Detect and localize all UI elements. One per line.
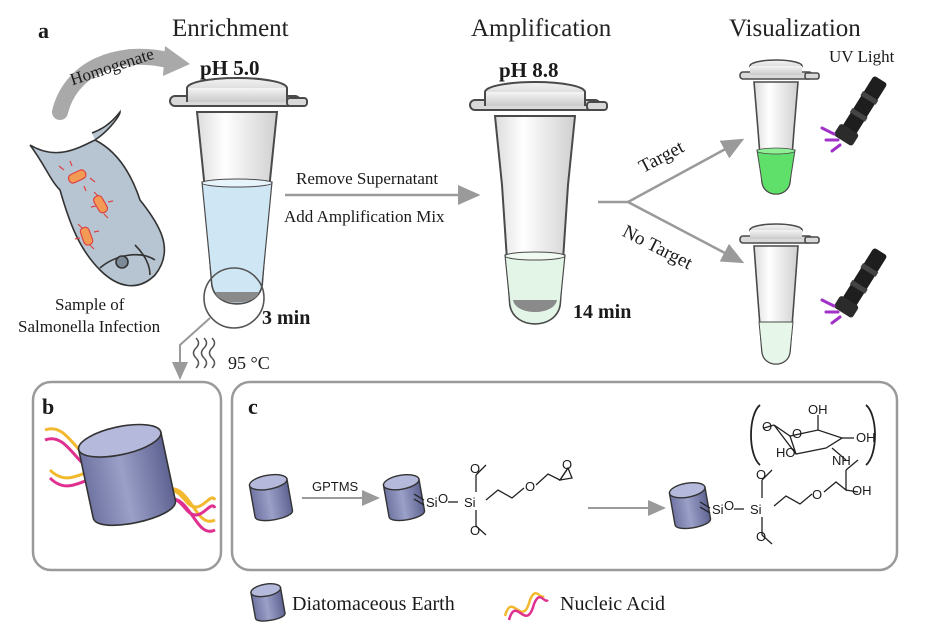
panel-c-frame — [230, 380, 899, 572]
amplification-ph: pH 8.8 — [499, 58, 559, 82]
gptms-linker-bonds — [413, 464, 573, 536]
legend-diatom-label: Diatomaceous Earth — [292, 593, 455, 615]
si-atom-label: Si — [712, 502, 724, 517]
fish-illustration — [29, 109, 166, 287]
panel-letter-b: b — [42, 394, 55, 419]
heat-waves-icon — [192, 337, 216, 369]
enrichment-title: Enrichment — [172, 15, 289, 42]
o-atom-label: O — [724, 498, 735, 513]
uv-flashlight-icon — [820, 76, 887, 153]
chitosan-modified-particle — [668, 481, 712, 530]
oh-group-label: OH — [852, 483, 872, 498]
o-atom-label: O — [756, 529, 767, 544]
si-atom-label: Si — [426, 495, 438, 510]
ho-group-label: HO — [776, 445, 796, 460]
target-tube — [739, 59, 820, 195]
temperature-label: 95 °C — [228, 353, 270, 373]
bare-diatom-particle — [248, 473, 294, 522]
legend-diatom-swatch — [250, 583, 286, 622]
amplification-tube — [469, 81, 608, 325]
enrichment-tube — [169, 77, 308, 329]
diatomaceous-earth-particle — [77, 423, 177, 527]
o-atom-label: O — [762, 419, 773, 434]
o-atom-label: O — [525, 479, 536, 494]
uv-light-label: UV Light — [829, 47, 895, 66]
o-atom-label: O — [438, 491, 449, 506]
process-step-line2: Add Amplification Mix — [284, 207, 445, 226]
amplification-time: 14 min — [573, 301, 632, 323]
enrichment-ph: pH 5.0 — [200, 56, 260, 80]
o-atom-label: O — [792, 426, 803, 441]
oh-group-label: OH — [808, 402, 828, 417]
nh-group-label: NH — [832, 453, 851, 468]
oh-group-label: OH — [856, 430, 876, 445]
reagent-label: GPTMS — [312, 479, 359, 494]
chitosan-linker-bonds — [699, 404, 876, 545]
o-atom-label: O — [812, 487, 823, 502]
no-target-tube — [739, 223, 820, 365]
uv-flashlight-icon — [820, 248, 887, 325]
o-atom-label: O — [562, 457, 573, 472]
sample-label-line2: Salmonella Infection — [18, 317, 161, 336]
amplification-title: Amplification — [471, 15, 612, 42]
panel-letter-c: c — [248, 394, 258, 419]
o-atom-label: O — [756, 467, 767, 482]
legend-dna-label: Nucleic Acid — [560, 593, 665, 615]
enrichment-time: 3 min — [262, 307, 311, 329]
panel-letter-a: a — [38, 18, 49, 43]
gptms-modified-particle — [382, 473, 426, 522]
zoom-connector — [172, 317, 211, 380]
sample-label-line1: Sample of — [55, 295, 125, 314]
homogenate-arrow — [52, 46, 190, 120]
si-atom-label: Si — [750, 502, 762, 517]
o-atom-label: O — [470, 523, 481, 538]
o-atom-label: O — [470, 461, 481, 476]
visualization-title: Visualization — [729, 15, 861, 42]
legend-dna-swatch — [503, 591, 549, 621]
process-step-line1: Remove Supernatant — [296, 169, 439, 188]
si-atom-label: Si — [464, 495, 476, 510]
branch-arrows — [598, 138, 745, 264]
